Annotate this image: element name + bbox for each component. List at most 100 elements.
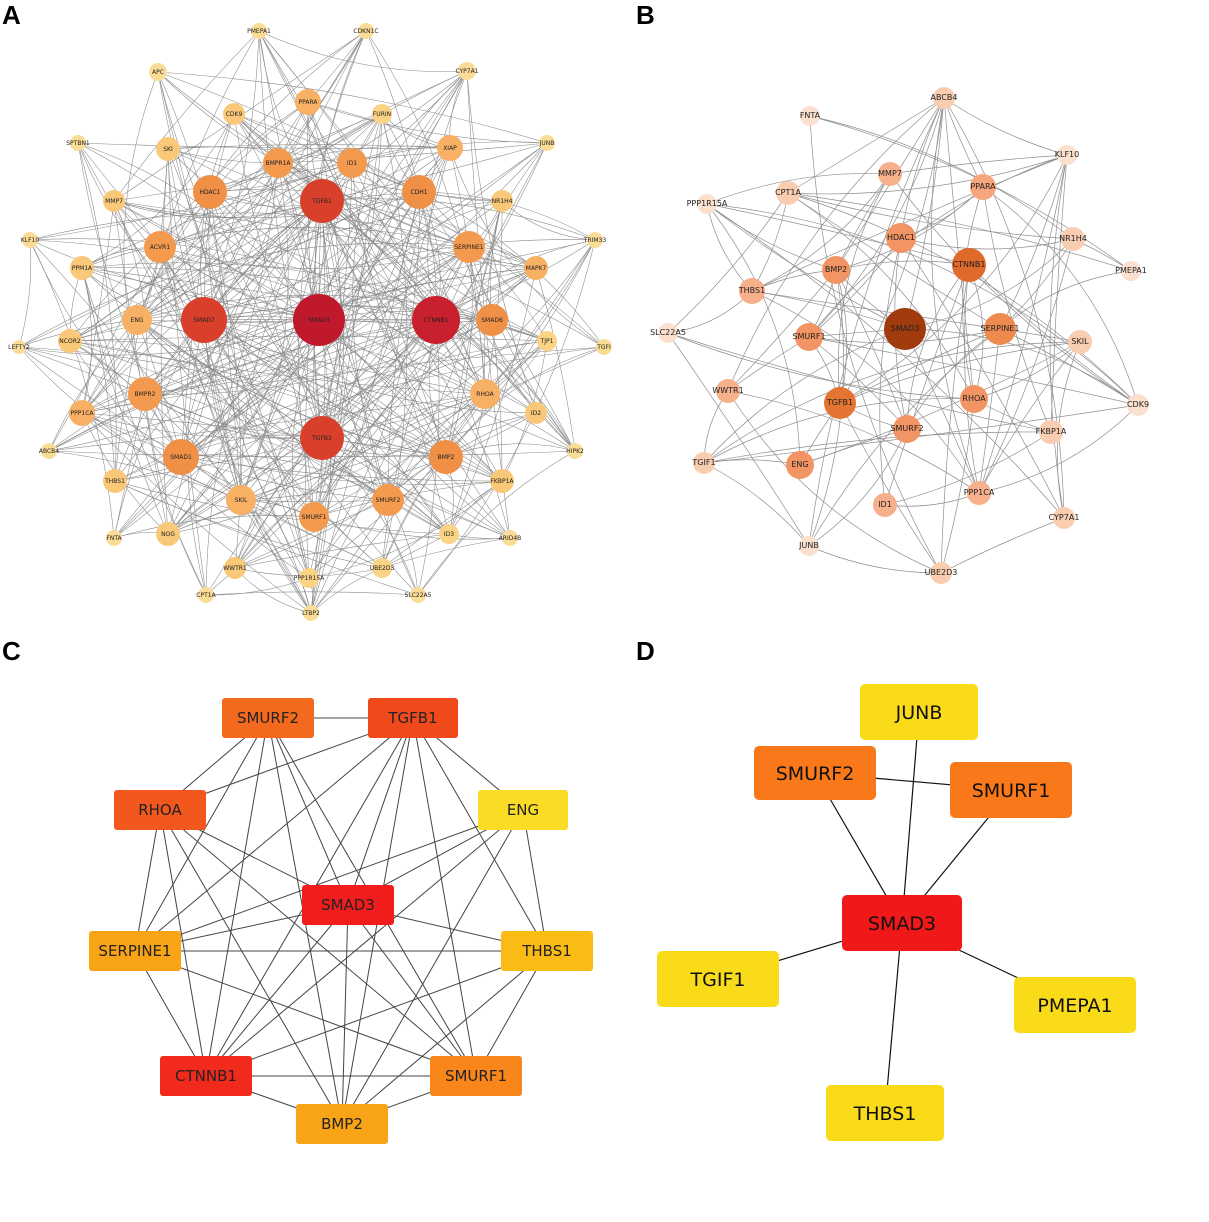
node-label: ARID4B	[499, 535, 522, 542]
node-label: ACVR1	[150, 244, 170, 251]
node-circle	[303, 605, 319, 621]
network-node: TGFB1	[368, 698, 458, 738]
network-edge	[69, 101, 309, 342]
network-node: ID2	[525, 402, 547, 424]
node-circle	[412, 296, 460, 344]
network-edge	[157, 71, 420, 193]
node-label: ENG	[131, 317, 144, 324]
node-label: TGFB3	[311, 435, 332, 442]
node-label: PMEPA1	[1037, 995, 1112, 1017]
node-circle	[786, 451, 814, 479]
network-edge	[381, 113, 437, 321]
network-edge	[904, 97, 945, 330]
network-edge	[205, 591, 419, 596]
node-label: SMURF2	[776, 763, 855, 785]
network-node: BMPR1A	[263, 148, 293, 178]
network-edge	[113, 200, 323, 218]
network-node: SMAD3	[842, 895, 962, 951]
network-edge	[134, 950, 207, 1077]
network-edge	[466, 70, 537, 414]
network-edge	[77, 142, 205, 321]
network-edge	[321, 340, 548, 439]
network-node: HDAC1	[193, 175, 227, 209]
node-label: SMURF1	[445, 1067, 507, 1085]
network-edge	[205, 809, 524, 1077]
network-node: KLF10	[21, 232, 39, 248]
node-label: THBS1	[104, 478, 125, 485]
network-edge	[904, 328, 1139, 406]
network-edge	[706, 173, 891, 205]
network-edge	[159, 70, 468, 248]
node-circle	[106, 530, 122, 546]
network-edge	[321, 200, 503, 482]
node-label: THBS1	[521, 942, 572, 960]
network-edge	[310, 200, 503, 614]
network-edge	[978, 404, 1139, 494]
network-edge	[159, 101, 309, 248]
network-edge	[313, 340, 548, 518]
network-node: SLC22A5	[650, 323, 686, 343]
network-node: ENG	[786, 451, 814, 479]
network-edge	[667, 332, 1052, 433]
network-node: NR1H4	[491, 190, 513, 212]
network-node: ABCB4	[931, 87, 957, 109]
network-node: NOG	[156, 522, 180, 546]
node-label: PPP1R15A	[687, 199, 728, 208]
network-edge	[203, 239, 596, 321]
node-circle	[886, 223, 916, 253]
network-edge	[435, 319, 576, 452]
node-circle	[410, 587, 426, 603]
network-edge	[209, 113, 383, 193]
network-edge	[69, 340, 486, 395]
network-edge	[29, 239, 312, 614]
network-node: CDK9	[223, 103, 245, 125]
network-edge	[205, 717, 269, 1077]
network-node: SPTBN1	[66, 135, 90, 151]
network-node: UBE2D3	[370, 558, 394, 578]
network-node: JUNB	[860, 684, 978, 740]
network-node: TJP1	[537, 331, 557, 351]
node-label: SMAD3	[868, 913, 936, 935]
network-edge	[839, 402, 942, 574]
network-edge	[144, 200, 323, 395]
network-edge	[787, 154, 1068, 195]
network-edge	[159, 809, 343, 1125]
network-node: TRIM33	[583, 232, 606, 248]
node-circle	[299, 502, 329, 532]
node-circle	[70, 256, 94, 280]
network-node: SMURF2	[222, 698, 314, 738]
network-edge	[308, 340, 548, 579]
node-circle	[878, 162, 902, 186]
network-edge	[808, 237, 902, 338]
node-label: ID3	[444, 531, 454, 538]
network-edge	[412, 717, 548, 952]
node-circle	[693, 452, 715, 474]
network-edge	[839, 97, 945, 404]
node-label: PPP1CA	[71, 410, 95, 417]
network-edge	[808, 336, 1139, 406]
node-label: SMAD3	[321, 896, 375, 914]
network-edge	[940, 264, 970, 574]
network-node: TGIF1	[691, 452, 716, 474]
node-label: PPARA	[970, 182, 996, 191]
network-node: CYP7A1	[1049, 507, 1079, 529]
network-node: SMAD6	[476, 304, 508, 336]
network-node: JUNB	[539, 135, 555, 151]
node-circle	[70, 135, 86, 151]
network-edge	[412, 717, 477, 1077]
network-edge	[29, 239, 537, 414]
network-edge	[751, 154, 1068, 292]
network-edge	[240, 499, 389, 503]
network-edge	[258, 30, 468, 72]
network-edge	[258, 30, 320, 321]
network-edge	[136, 147, 451, 321]
network-edge	[233, 113, 420, 193]
network-edge	[233, 113, 486, 395]
network-node: XIAP	[437, 135, 463, 161]
network-edge	[267, 717, 349, 906]
network-edge	[144, 393, 207, 596]
node-box	[430, 1056, 522, 1096]
network-edge	[180, 70, 468, 458]
node-circle	[103, 190, 125, 212]
node-box	[860, 684, 978, 740]
